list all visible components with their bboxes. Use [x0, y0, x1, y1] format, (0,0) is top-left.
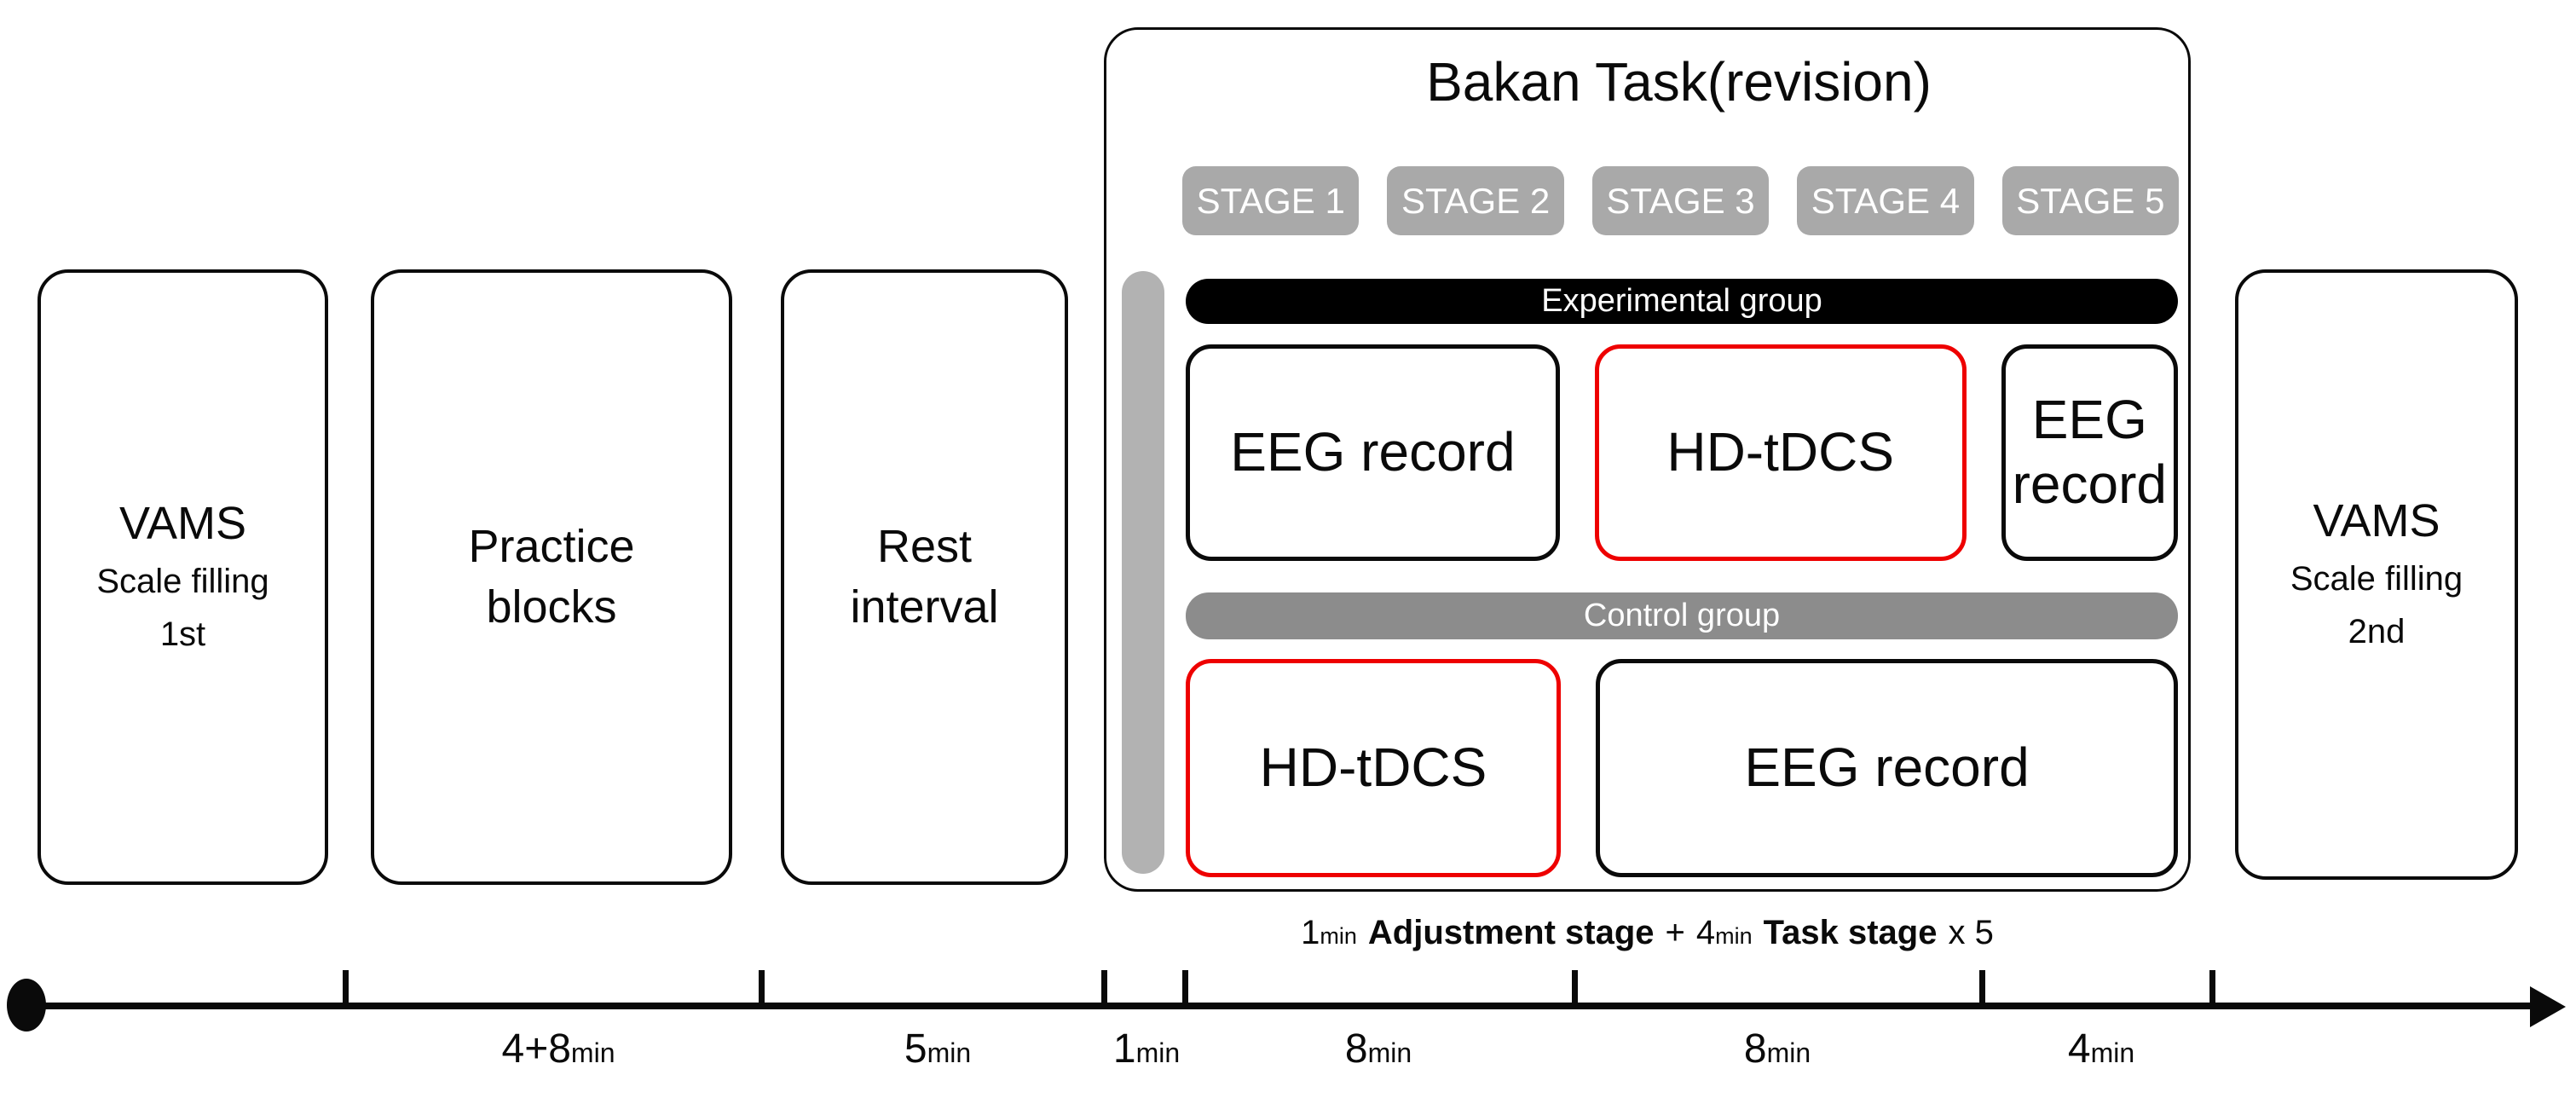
stage-badge-row: STAGE 1 STAGE 2 STAGE 3 STAGE 4 STAGE 5 [1182, 166, 2180, 235]
annotation-adjustment-stage: Adjustment stage [1367, 914, 1655, 951]
bakan-task-panel: Bakan Task(revision) STAGE 1 STAGE 2 STA… [1104, 27, 2191, 892]
rest-interval-line2: interval [850, 581, 999, 633]
annotation-number-1: 1 [1301, 914, 1320, 951]
vams-first-order: 1st [159, 615, 206, 653]
annotation-task-stage: Task stage [1763, 914, 1938, 951]
stage-2-badge: STAGE 2 [1387, 166, 1564, 235]
control-group-row: HD-tDCS EEG record [1186, 659, 2178, 877]
annotation-times-five: x 5 [1948, 914, 1994, 951]
control-group-bar: Control group [1186, 592, 2178, 639]
timeline-tick-6 [1979, 970, 1985, 1004]
experimental-eeg-record-box-2: EEG record [2001, 344, 2178, 561]
timeline-tick-7 [2209, 970, 2215, 1004]
timeline-tick-4 [1182, 970, 1188, 1004]
annotation-unit-2: min [1715, 923, 1753, 949]
practice-blocks-box: Practice blocks [371, 269, 732, 885]
timeline-arrowhead-icon [2530, 986, 2566, 1027]
annotation-unit-1: min [1320, 923, 1357, 949]
annotation-number-2: 4 [1695, 914, 1716, 951]
annotation-plus: + [1665, 914, 1685, 951]
vams-first-title: VAMS [118, 498, 247, 550]
bakan-task-content: Experimental group EEG record HD-tDCS EE… [1186, 279, 2178, 877]
stage-1-badge: STAGE 1 [1182, 166, 1360, 235]
experimental-group-bar: Experimental group [1186, 279, 2178, 324]
vams-second-order: 2nd [2348, 612, 2406, 650]
vams-first-subtitle: Scale filling [96, 562, 269, 600]
timeline-tick-2 [759, 970, 765, 1004]
timeline-tick-1 [343, 970, 349, 1004]
timeline-tick-3 [1101, 970, 1107, 1004]
timeline-tick-5 [1572, 970, 1578, 1004]
control-eeg-record-box: EEG record [1596, 659, 2178, 877]
timeline-axis [26, 1003, 2533, 1009]
vams-second-title: VAMS [2313, 495, 2440, 547]
vams-first-box: VAMS Scale filling 1st [38, 269, 328, 885]
vams-second-subtitle: Scale filling [2290, 559, 2463, 598]
stage-5-badge: STAGE 5 [2001, 166, 2180, 235]
experimental-hd-tdcs-box: HD-tDCS [1594, 344, 1967, 561]
stage-4-badge: STAGE 4 [1797, 166, 1974, 235]
rest-interval-box: Rest interval [781, 269, 1068, 885]
bakan-task-title: Bakan Task(revision) [1426, 51, 1932, 113]
session-duration-bar [1122, 271, 1164, 874]
rest-interval-line1: Rest [876, 520, 973, 572]
experimental-group-row: EEG record HD-tDCS EEG record [1186, 344, 2178, 561]
experimental-eeg-record-box-1: EEG record [1186, 344, 1560, 561]
stage-3-badge: STAGE 3 [1591, 166, 1770, 235]
practice-blocks-line1: Practice [468, 520, 635, 572]
practice-blocks-line2: blocks [486, 581, 617, 633]
control-hd-tdcs-box: HD-tDCS [1186, 659, 1561, 877]
vams-second-box: VAMS Scale filling 2nd [2235, 269, 2518, 880]
